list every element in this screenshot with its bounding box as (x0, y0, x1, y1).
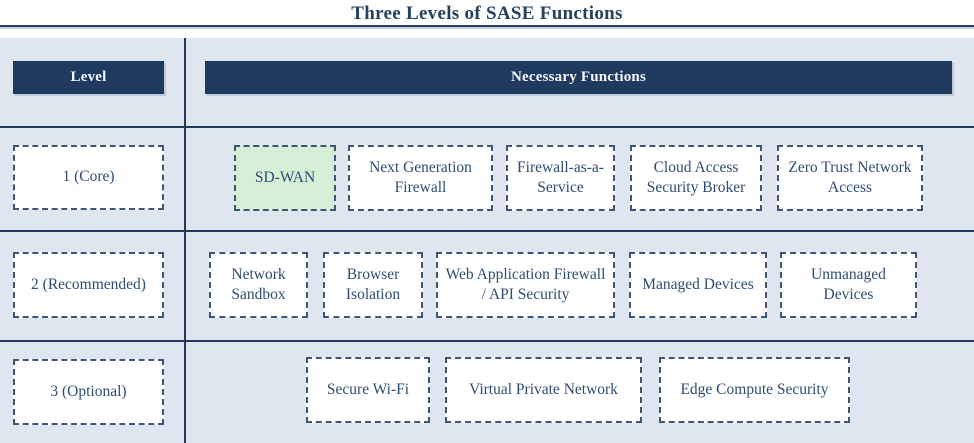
function-box-secure-wi-fi: Secure Wi-Fi (306, 357, 430, 423)
function-box-edge-compute-security: Edge Compute Security (659, 357, 850, 423)
function-box-web-application-firewall-api-security: Web Application Firewall / API Security (436, 252, 615, 318)
level-box-2-recommended: 2 (Recommended) (13, 252, 164, 318)
page-title: Three Levels of SASE Functions (351, 3, 623, 24)
function-box-network-sandbox: Network Sandbox (209, 252, 308, 318)
function-box-firewall-as-a-service: Firewall-as-a-Service (506, 145, 615, 211)
level-box-3-optional: 3 (Optional) (13, 359, 164, 425)
function-box-next-generation-firewall: Next Generation Firewall (348, 145, 493, 211)
header-level-cell: Level (13, 61, 164, 94)
header-functions-cell: Necessary Functions (205, 61, 952, 94)
function-box-virtual-private-network: Virtual Private Network (445, 357, 642, 423)
row-divider-2 (0, 230, 974, 232)
function-box-zero-trust-network-access: Zero Trust Network Access (777, 145, 923, 211)
column-divider (184, 38, 186, 443)
function-box-unmanaged-devices: Unmanaged Devices (780, 252, 917, 318)
level-box-1-core: 1 (Core) (13, 145, 164, 210)
function-box-managed-devices: Managed Devices (629, 252, 767, 318)
title-underline (0, 25, 974, 27)
function-box-browser-isolation: Browser Isolation (323, 252, 423, 318)
row-divider-3 (0, 340, 974, 342)
function-box-sd-wan: SD-WAN (234, 145, 336, 211)
function-box-cloud-access-security-broker: Cloud Access Security Broker (630, 145, 762, 211)
row-divider-1 (0, 126, 974, 128)
